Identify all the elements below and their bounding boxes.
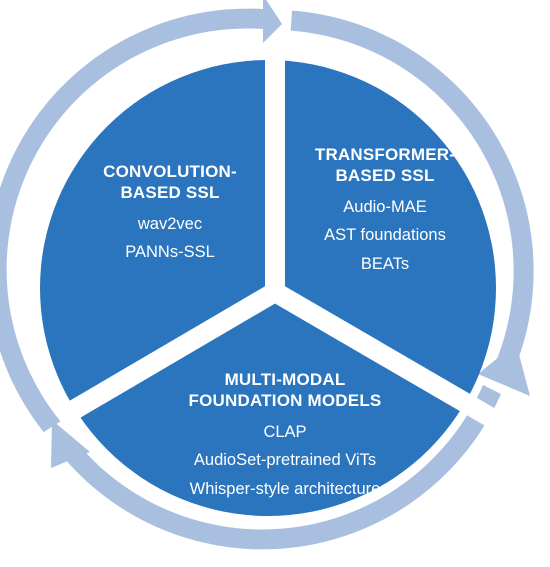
- segment-item: AudioSet-pretrained ViTs: [193, 451, 377, 470]
- arrow-top-icon: [0, 0, 282, 433]
- segment-multimodal-foundation: MULTI-MODAL FOUNDATION MODELS CLAP Audio…: [130, 369, 440, 499]
- arrow-right-head-icon: [478, 343, 530, 396]
- segment-item: Whisper-style architecture: [189, 479, 381, 498]
- segment-title-line: BASED SSL: [120, 183, 220, 203]
- segment-title-line: CONVOLUTION-: [103, 162, 237, 181]
- segment-title-line: TRANSFORMER-: [314, 145, 456, 164]
- segment-title: MULTI-MODAL FOUNDATION MODELS: [130, 369, 440, 412]
- divider-left: [54, 283, 281, 427]
- segment-item: wav2vec: [137, 214, 203, 233]
- segment-transformer-ssl: TRANSFORMER- BASED SSL Audio-MAE AST fou…: [285, 144, 485, 274]
- segment-item: PANNs-SSL: [125, 243, 215, 262]
- segment-title: CONVOLUTION- BASED SSL: [70, 161, 270, 204]
- cycle-arrow-ring: [0, 0, 534, 550]
- segment-item: AST foundations: [324, 226, 446, 245]
- segment-title-line: FOUNDATION MODELS: [188, 391, 382, 411]
- segment-dividers: [54, 45, 501, 429]
- arrow-right-icon: [290, 10, 534, 368]
- segment-title: TRANSFORMER- BASED SSL: [285, 144, 485, 187]
- segment-title-line: BASED SSL: [335, 166, 435, 186]
- segment-item: CLAP: [263, 422, 307, 441]
- divider-right: [269, 283, 501, 429]
- arrow-bottom-icon: [64, 385, 501, 550]
- arrow-bottom-head-icon: [51, 420, 90, 468]
- segment-item: Audio-MAE: [343, 197, 427, 216]
- segment-title-line: MULTI-MODAL: [224, 370, 346, 389]
- segment-item: BEATs: [360, 254, 410, 273]
- segment-convolution-ssl: CONVOLUTION- BASED SSL wav2vec PANNs-SSL: [70, 161, 270, 263]
